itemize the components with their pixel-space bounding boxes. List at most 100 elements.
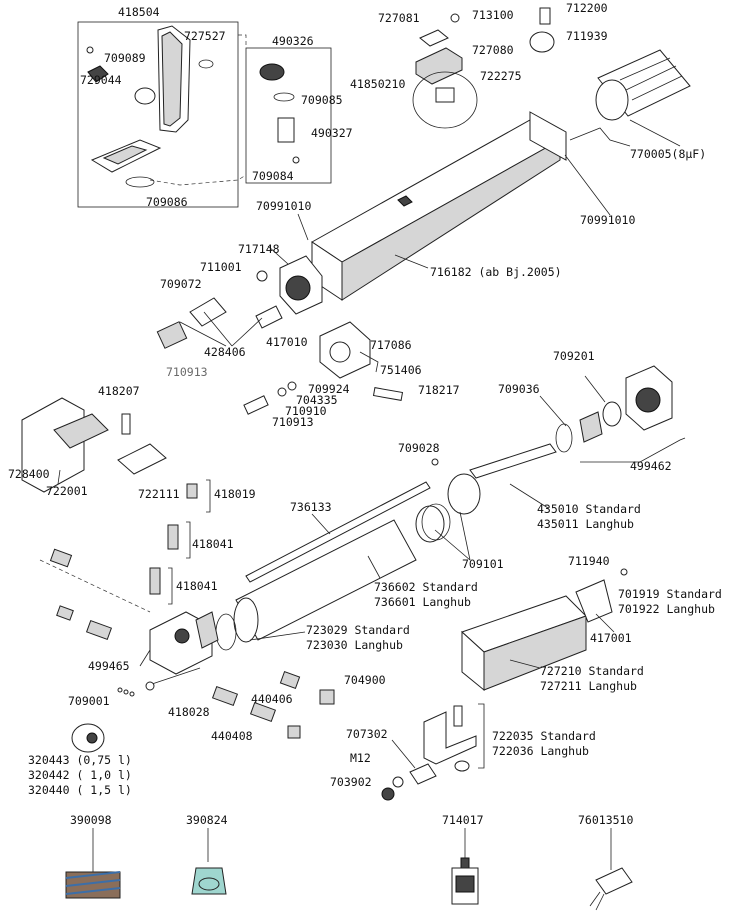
bolt-722035 — [453, 705, 463, 727]
part-729044 — [87, 65, 109, 83]
part-440408 — [249, 701, 277, 723]
label-722035: 722035 Standard — [492, 729, 596, 743]
leader-709101-a — [434, 529, 471, 561]
seal-709101-b — [421, 503, 451, 541]
cap-center — [86, 732, 98, 744]
piston-head — [447, 473, 481, 515]
valve-cluster — [156, 297, 283, 349]
brace-418019 — [206, 479, 211, 513]
bracket-722035-body — [423, 711, 477, 765]
leader-428406-b — [179, 321, 227, 347]
ring-709085 — [273, 92, 295, 102]
label-716182: 716182 (ab Bj.2005) — [430, 265, 562, 279]
label-M12: M12 — [350, 751, 371, 765]
label-417010: 417010 — [266, 335, 308, 349]
label-722036: 722036 Langhub — [492, 744, 589, 758]
leader-717148 — [267, 245, 289, 265]
label-70991010-b: 70991010 — [580, 213, 635, 227]
valve-block-499465 — [39, 548, 219, 691]
label-770005: 770005(8µF) — [630, 147, 706, 161]
piston-end-499462 — [539, 365, 686, 463]
label-704335: 704335 — [296, 393, 338, 407]
circle-722275 — [412, 71, 478, 129]
label-710913-b: 710913 — [272, 415, 314, 429]
ball-709001-b — [123, 689, 129, 695]
clevis-722111 — [117, 443, 167, 475]
end-flange-hole — [635, 387, 661, 413]
label-418041-b: 418041 — [176, 579, 218, 593]
part-704900 — [319, 689, 335, 705]
label-729044: 729044 — [80, 73, 122, 87]
leader-435010 — [509, 483, 549, 509]
label-709924: 709924 — [308, 382, 350, 396]
label-320443: 320443 (0,75 l) — [28, 753, 132, 767]
label-711940: 711940 — [568, 554, 610, 568]
fitting-left — [85, 619, 113, 641]
part-722275 — [435, 87, 455, 103]
bushing-709036 — [579, 411, 603, 443]
label-711939: 711939 — [566, 29, 608, 43]
main-tube-716182 — [297, 111, 611, 301]
screw-left — [49, 548, 73, 568]
leader-428406-a — [203, 311, 233, 347]
label-722275: 722275 — [480, 69, 522, 83]
fittings-704900-440406 — [117, 670, 335, 739]
screw-713100 — [450, 13, 460, 23]
label-418028: 418028 — [168, 705, 210, 719]
plate-728400 — [21, 397, 85, 493]
label-711001: 711001 — [200, 260, 242, 274]
brace-722035 — [478, 703, 485, 769]
o-ring-709036 — [555, 423, 573, 453]
label-709086: 709086 — [146, 195, 188, 209]
eye-707302 — [409, 763, 437, 785]
cylinder-736602 — [215, 481, 431, 651]
label-709085: 709085 — [301, 93, 343, 107]
nut-722035 — [454, 760, 470, 772]
label-717086: 717086 — [370, 338, 412, 352]
leader-727210 — [509, 659, 541, 669]
leader-707302 — [391, 739, 416, 769]
part-709072 — [189, 297, 227, 327]
label-390824: 390824 — [186, 813, 228, 827]
label-435010: 435010 Standard — [537, 502, 641, 516]
label-712200: 712200 — [566, 1, 608, 15]
base-plate-inner — [102, 145, 148, 165]
motor-windings — [619, 57, 683, 101]
label-709084: 709084 — [252, 169, 294, 183]
label-435011: 435011 Langhub — [537, 517, 634, 531]
label-320442: 320442 ( 1,0 l) — [28, 768, 132, 782]
o-ring-709086 — [125, 176, 155, 188]
label-440406: 440406 — [251, 692, 293, 706]
tube-727210 — [461, 568, 628, 692]
connector-dash-2 — [149, 174, 247, 186]
label-428406: 428406 — [204, 345, 246, 359]
tube-mark — [397, 195, 413, 207]
label-727210: 727210 Standard — [540, 664, 644, 678]
label-418207: 418207 — [98, 384, 140, 398]
part-709924 — [287, 381, 297, 391]
label-714017: 714017 — [442, 813, 484, 827]
label-499462: 499462 — [630, 459, 672, 473]
label-701922: 701922 Langhub — [618, 602, 715, 616]
screw-711940 — [620, 568, 628, 576]
label-709028: 709028 — [398, 441, 440, 455]
leader-70991010-b — [564, 154, 611, 216]
leader-723029 — [249, 631, 306, 641]
part-711939 — [529, 31, 555, 53]
gear-end-717148 — [256, 245, 323, 315]
tube-end-736602 — [233, 597, 259, 643]
bolt-710913 — [243, 395, 269, 415]
label-41850210: 41850210 — [350, 77, 405, 91]
block-722001 — [53, 413, 109, 449]
seal-709101-a — [415, 505, 445, 543]
nut-711001 — [256, 270, 268, 282]
label-727081: 727081 — [378, 11, 420, 25]
flange-plate — [529, 111, 567, 161]
bag-contents — [198, 877, 220, 891]
group-418504 — [77, 21, 332, 208]
label-709201: 709201 — [553, 349, 595, 363]
label-418019: 418019 — [214, 487, 256, 501]
motor-face — [595, 79, 629, 121]
label-704900: 704900 — [344, 673, 386, 687]
